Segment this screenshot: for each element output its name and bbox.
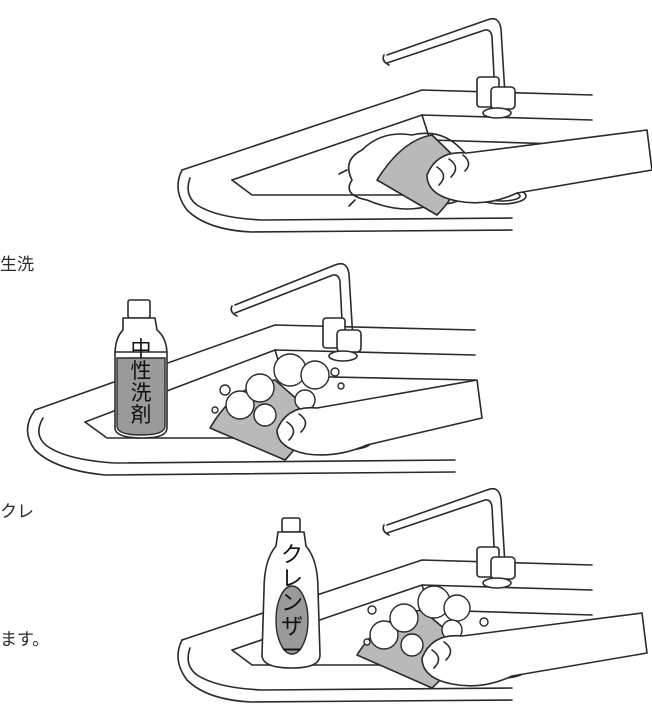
detergent-label-char-3: 洗 — [131, 381, 152, 405]
cleanser-label-char-1: ク — [281, 543, 303, 568]
detergent-bottle-icon: 中 性 洗 剤 — [114, 299, 168, 439]
instruction-text-fragment-1: 生洗 — [0, 255, 34, 275]
detergent-label-char-4: 剤 — [131, 403, 152, 427]
sink-detergent-scene: 中 性 洗 剤 — [26, 262, 483, 476]
instruction-text-fragment-2: クレ — [0, 502, 34, 522]
cleanser-label-char-3: ン — [281, 591, 303, 616]
cleanser-label-char-2: レ — [281, 567, 303, 592]
detergent-label-char-2: 性 — [131, 359, 152, 383]
cleanser-bottle-icon: ク レ ン ザ ー — [261, 517, 321, 669]
cleanser-label-char-4: ザ — [281, 615, 303, 640]
instruction-text-fragment-3: ます。 — [0, 630, 50, 650]
cleanser-label-char-5: ー — [281, 639, 303, 664]
sink-wiping-scene — [177, 17, 652, 233]
sink-cleanser-scene: ク レ ン ザ ー — [177, 487, 648, 703]
detergent-label-char-1: 中 — [131, 337, 152, 361]
